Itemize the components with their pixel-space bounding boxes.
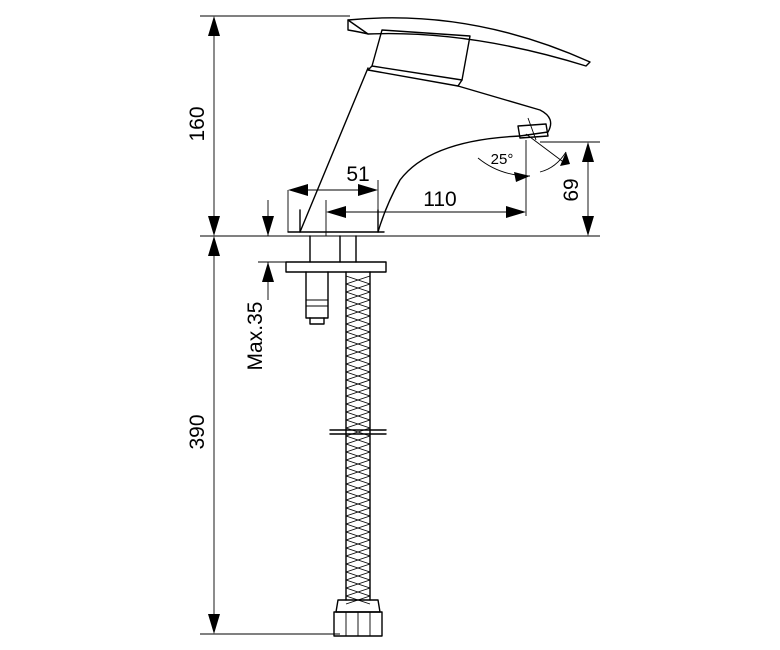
dimension-390-label: 390 [186, 414, 209, 449]
dimension-labels: 160 390 Max.35 51 110 69 25° [186, 106, 583, 449]
dimension-max35-label: Max.35 [244, 302, 267, 371]
dimension-110-label: 110 [423, 188, 456, 211]
dimension-lines [200, 15, 600, 635]
deck-and-underside [200, 235, 600, 325]
braided-hose [329, 271, 387, 637]
dimension-69-label: 69 [560, 178, 583, 201]
faucet-body [287, 17, 591, 233]
hose-braid-pattern [345, 275, 371, 605]
dimension-51-label: 51 [346, 163, 369, 186]
dimension-angle-label: 25° [491, 151, 514, 168]
dimension-160-label: 160 [186, 106, 209, 141]
